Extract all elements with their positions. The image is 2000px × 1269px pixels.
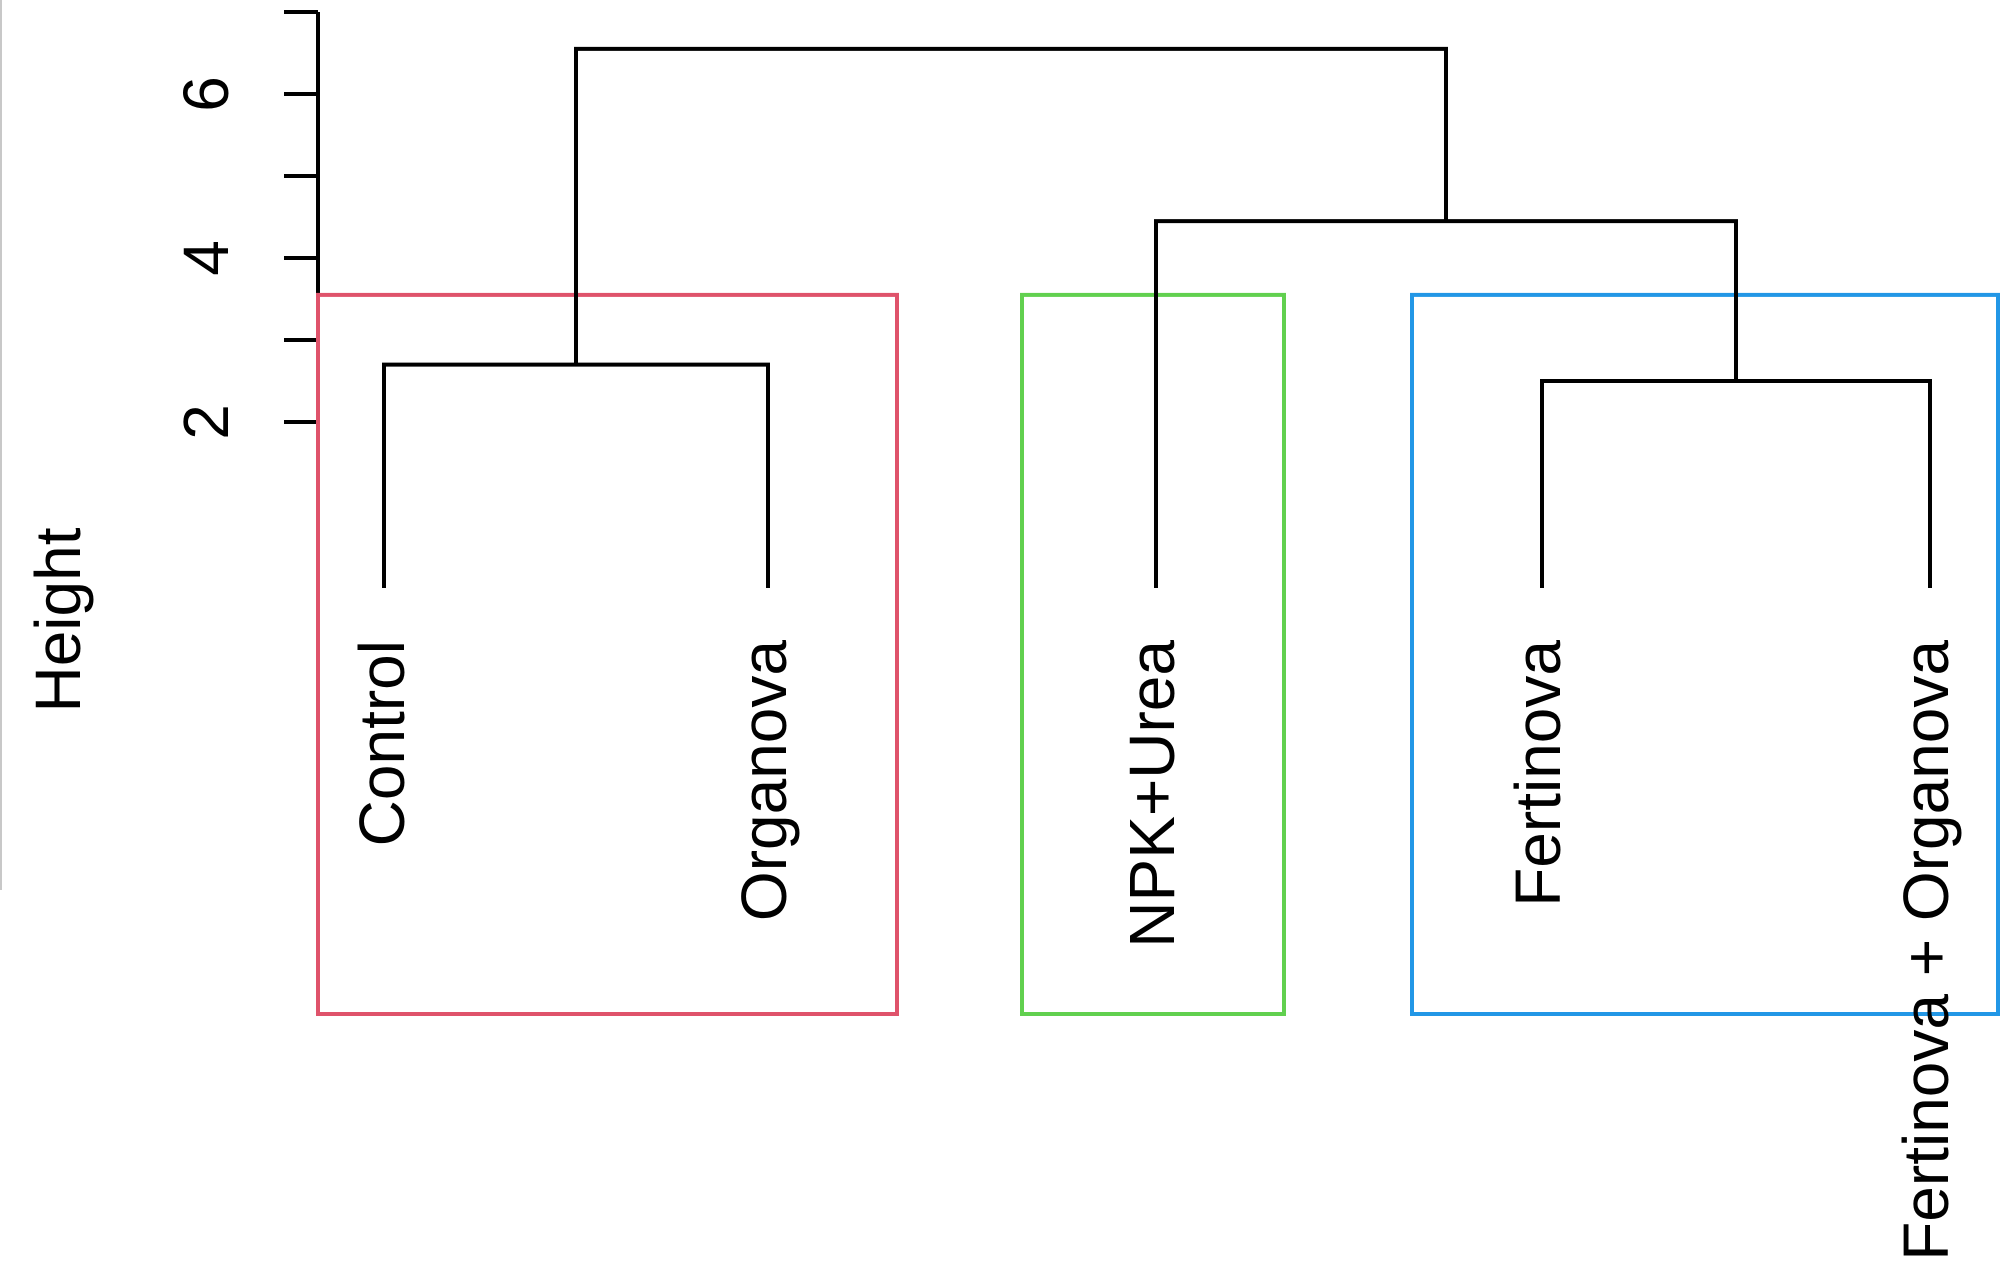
y-tick-label: 6	[170, 76, 242, 112]
leaf-label: Organova	[728, 640, 800, 921]
leaf-label: Fertinova	[1502, 640, 1574, 907]
y-tick-label: 4	[170, 240, 242, 276]
dendrogram-branch	[574, 46, 1448, 365]
cluster-rectangle	[1410, 292, 2000, 1016]
dendrogram-branches	[382, 46, 1932, 588]
cluster-rectangle	[316, 292, 899, 1016]
y-axis-label: Height	[22, 527, 94, 712]
cluster-rectangles	[316, 292, 2000, 1016]
y-tick-label: 2	[170, 404, 242, 440]
leaf-label: Fertinova + Organova	[1890, 640, 1962, 1261]
leaf-label: Control	[346, 640, 418, 846]
cluster-rectangle	[1020, 292, 1286, 1016]
leaf-label: NPK+Urea	[1116, 640, 1188, 948]
leaf-labels: Control Organova NPK+Urea Fertinova Fertinov…	[346, 640, 1962, 1261]
